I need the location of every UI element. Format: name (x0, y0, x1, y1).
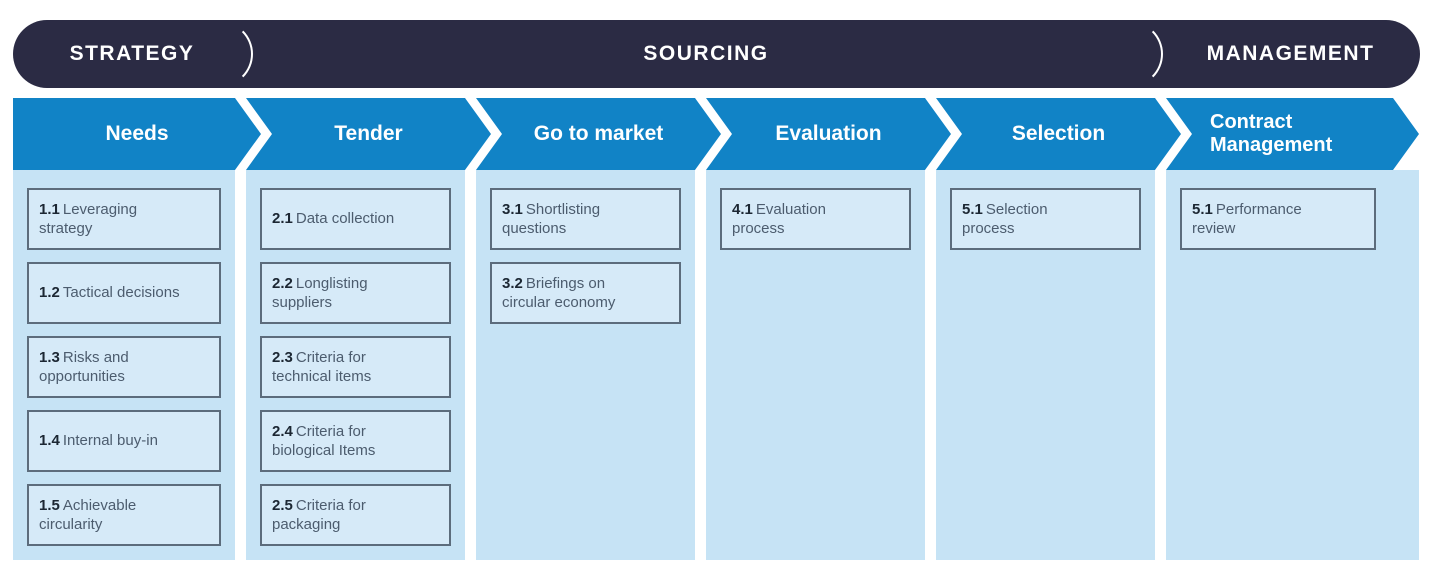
phase-sourcing-label: SOURCING (643, 42, 769, 65)
stage-header-tender: Tender (246, 98, 491, 170)
stage-label: Go to market (533, 122, 664, 145)
stage-label: Selection (1011, 122, 1106, 145)
item-text: Leveraging strategy (39, 200, 138, 238)
item-text: Performance review (1192, 200, 1302, 238)
item-number: 2.3 (272, 348, 293, 366)
stage-header-contract-management: Contract Management (1166, 98, 1419, 170)
phase-bar: STRATEGY SOURCING MANAGEMENT (13, 20, 1420, 88)
item-text: Achievable circularity (39, 496, 137, 534)
item-text: Longlisting suppliers (272, 274, 368, 312)
stage-label-line2: Management (1210, 134, 1333, 156)
item-number: 4.1 (732, 200, 753, 218)
item-number: 5.1 (1192, 200, 1213, 218)
stage-header-selection: Selection (936, 98, 1181, 170)
stage-header-go-to-market: Go to market (476, 98, 721, 170)
item-text: Evaluation process (732, 200, 826, 238)
item-number: 1.5 (39, 496, 60, 514)
item-text: Tactical decisions (62, 284, 180, 302)
item-number: 1.3 (39, 348, 60, 366)
stage-label: Evaluation (775, 122, 882, 145)
phase-divider-arc (1097, 21, 1163, 87)
stage-label: Needs (105, 122, 169, 145)
item-number: 2.2 (272, 274, 293, 292)
item-number: 3.1 (502, 200, 523, 218)
phase-management-label: MANAGEMENT (1206, 42, 1375, 65)
item-number: 2.4 (272, 422, 293, 440)
item-text: Internal buy-in (62, 432, 158, 450)
item-number: 2.5 (272, 496, 293, 514)
item-number: 1.4 (39, 432, 60, 450)
stage-label: Contract Management (1210, 111, 1332, 157)
item-text: Data collection (295, 210, 395, 228)
item-number: 1.1 (39, 200, 60, 218)
item-text: Criteria for technical items (272, 348, 372, 386)
item-text: Criteria for biological Items (272, 422, 376, 460)
item-number: 3.2 (502, 274, 523, 292)
item-number: 5.1 (962, 200, 983, 218)
item-text: Criteria for packaging (272, 496, 366, 534)
item-number: 1.2 (39, 284, 60, 302)
stage-header-needs: Needs (13, 98, 261, 170)
phase-strategy-label: STRATEGY (69, 42, 195, 65)
stage-header-evaluation: Evaluation (706, 98, 951, 170)
item-text: Shortlisting questions (502, 200, 601, 238)
item-text: Briefings on circular economy (502, 274, 616, 312)
stage-chevron-band: Needs Tender Go to market Evaluation Sel… (13, 98, 1419, 170)
phase-divider-arc (187, 21, 253, 87)
stage-label-line1: Contract (1210, 111, 1293, 133)
stage-label: Tender (334, 122, 403, 145)
item-text: Selection process (962, 200, 1048, 238)
item-text: Risks and opportunities (39, 348, 129, 386)
item-number: 2.1 (272, 210, 293, 228)
